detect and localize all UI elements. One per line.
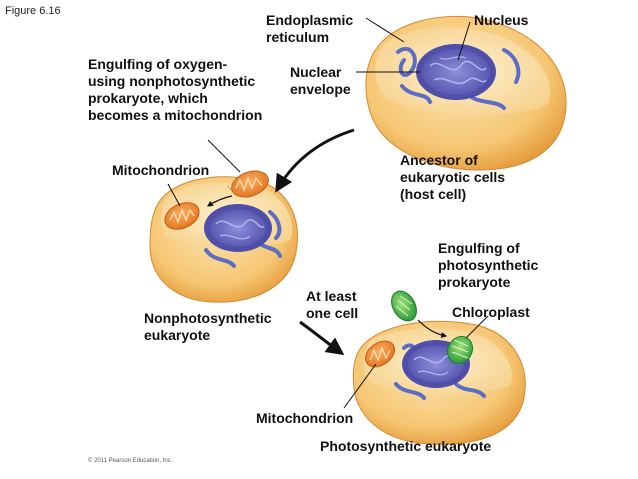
host-cell: [365, 15, 567, 171]
engulfed-prokaryote: [231, 170, 269, 198]
arrow-nonphoto-to-photo: [299, 320, 345, 356]
arrow-engulf-chloro: [417, 319, 448, 338]
leader-mitochondrion-2: [343, 363, 377, 409]
figure-label: Figure 6.16: [5, 5, 61, 17]
label-nuclear-envelope: Nuclear envelope: [290, 64, 351, 97]
chloroplast-in-cell-3: [446, 335, 474, 365]
mitochondrion-in-cell-3: [364, 340, 396, 368]
free-photosynthetic-prokaryote: [391, 290, 417, 322]
label-mitochondrion-bottom: Mitochondrion: [256, 410, 354, 426]
leader-er: [365, 17, 405, 43]
leader-lines: [167, 17, 489, 409]
nonphotosynthetic-cell: [149, 176, 298, 303]
photosynthetic-cell: [352, 320, 526, 445]
label-nonphotosynthetic-eukaryote: Nonphotosynthetic eukaryote: [144, 310, 272, 343]
leader-nucleus: [457, 21, 471, 61]
label-engulfing-photosynthetic: Engulfing of photosynthetic prokaryote: [438, 240, 539, 290]
arrow-host-to-nonphoto: [275, 128, 355, 193]
label-photosynthetic-eukaryote: Photosynthetic eukaryote: [320, 438, 492, 454]
label-nucleus: Nucleus: [474, 12, 529, 28]
copyright-notice: © 2011 Pearson Education, Inc.: [88, 458, 173, 464]
label-chloroplast: Chloroplast: [452, 304, 530, 320]
mitochondrion-in-cell-2: [164, 202, 200, 230]
label-mitochondrion-top: Mitochondrion: [112, 162, 210, 178]
leader-mitochondrion-1: [167, 183, 181, 207]
arrow-engulf-mito: [207, 195, 233, 207]
label-ancestor-host-cell: Ancestor of eukaryotic cells (host cell): [400, 152, 506, 202]
label-at-least-one-cell: At least one cell: [306, 288, 359, 321]
label-engulfing-oxygen-prokaryote: Engulfing of oxygen- using nonphotosynth…: [88, 56, 263, 123]
leader-engulf-oxygen: [207, 139, 241, 173]
label-endoplasmic-reticulum: Endoplasmic reticulum: [266, 12, 354, 45]
leader-chloroplast: [465, 315, 489, 339]
